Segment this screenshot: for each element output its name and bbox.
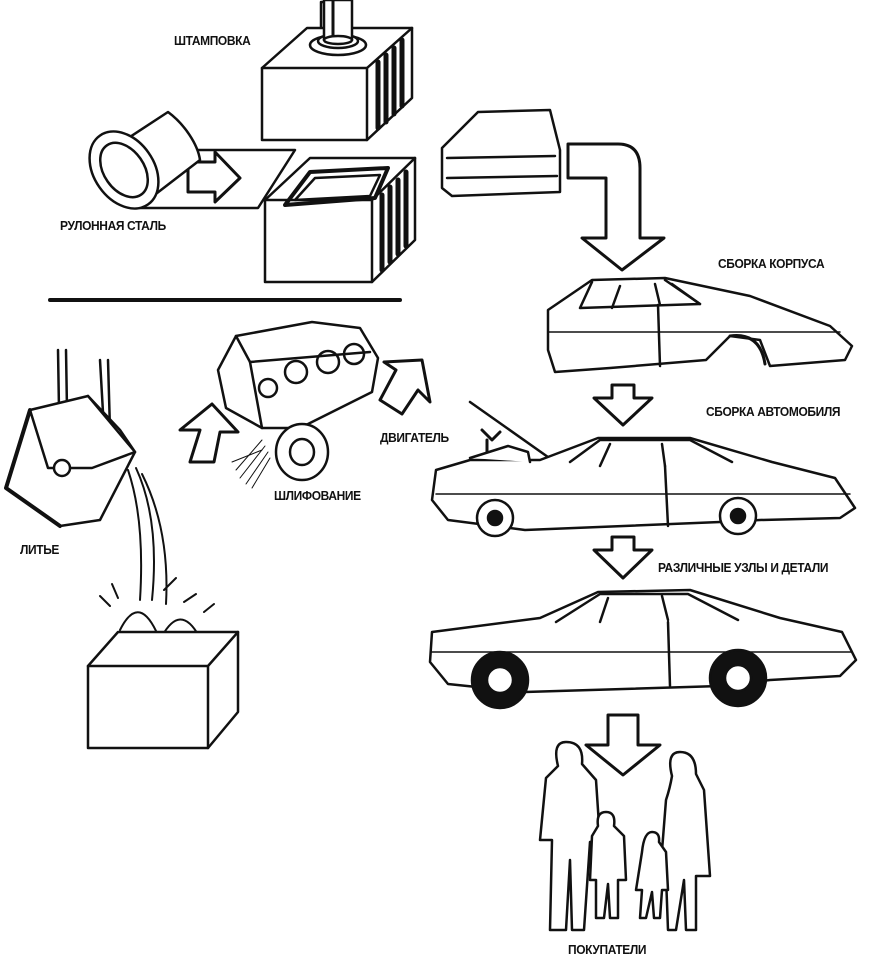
label-casting: ЛИТЬЕ xyxy=(20,542,59,557)
grinding-wheel-icon xyxy=(232,424,328,488)
arrow-up-left xyxy=(180,404,238,462)
press-icon xyxy=(262,0,412,140)
door-panel-icon xyxy=(442,110,560,196)
pour-stream xyxy=(100,468,214,640)
arrow-down-1 xyxy=(594,385,652,425)
label-body-assembly: СБОРКА КОРПУСА xyxy=(718,256,824,271)
label-stamping: ШТАМПОВКА xyxy=(174,33,250,48)
car-body-icon xyxy=(548,278,852,372)
ingot-icon xyxy=(88,632,238,748)
label-buyers: ПОКУПАТЕЛИ xyxy=(568,942,646,957)
ladle-icon xyxy=(6,350,135,526)
label-car-assembly: СБОРКА АВТОМОБИЛЯ xyxy=(706,404,840,419)
arrow-down-2 xyxy=(594,537,652,578)
label-coil-steel: РУЛОННАЯ СТАЛЬ xyxy=(60,218,166,233)
label-parts: РАЗЛИЧНЫЕ УЗЛЫ И ДЕТАЛИ xyxy=(658,560,828,575)
arrow-right-engine xyxy=(380,360,430,414)
label-grinding: ШЛИФОВАНИЕ xyxy=(274,488,361,503)
engine-block-icon xyxy=(218,322,378,428)
label-engine: ДВИГАТЕЛЬ xyxy=(380,430,449,445)
die-box xyxy=(265,158,415,282)
bend-arrow xyxy=(568,144,664,270)
car-assembly-icon xyxy=(432,402,855,536)
arrow-down-3 xyxy=(586,715,660,775)
finished-car-icon xyxy=(430,590,856,708)
